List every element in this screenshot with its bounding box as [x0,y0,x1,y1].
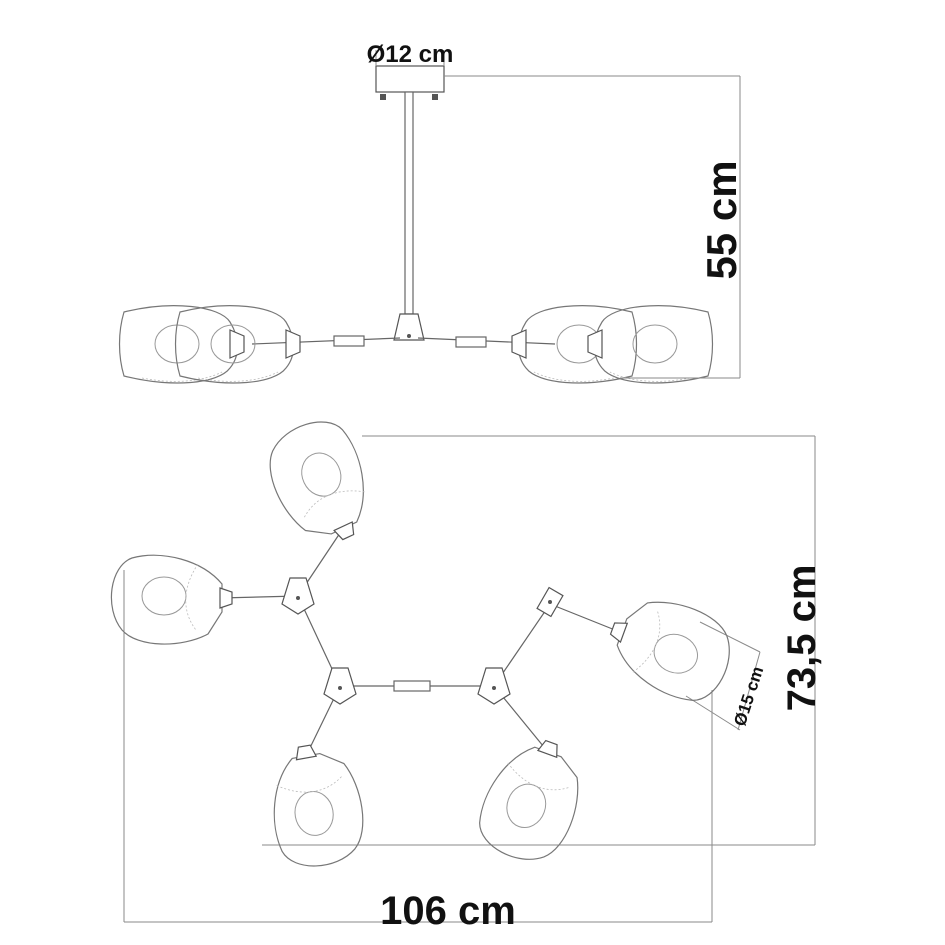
width-label: 106 cm [380,889,516,933]
plan-shade-top [254,409,388,558]
stem [404,91,414,315]
canopy [375,65,445,93]
branch-arms [219,529,621,757]
side-shade-3 [512,306,637,383]
hub [393,313,425,341]
plan-shade-bottom-right [469,727,596,873]
plan-view [110,409,816,923]
side-shade-1 [118,305,245,384]
depth-label: 73,5 cm [780,565,824,712]
joint-hubs [281,577,564,705]
plan-shade-left [110,554,233,645]
canopy-diameter-label: Ø12 cm [367,41,454,68]
plan-shade-right [597,584,743,711]
side-elevation [118,50,741,384]
plan-shade-bottom-left [261,737,372,873]
side-shade-4 [588,306,713,383]
shade-diameter-label: Ø15 cm [730,664,767,728]
drop-height-label: 55 cm [698,160,745,279]
